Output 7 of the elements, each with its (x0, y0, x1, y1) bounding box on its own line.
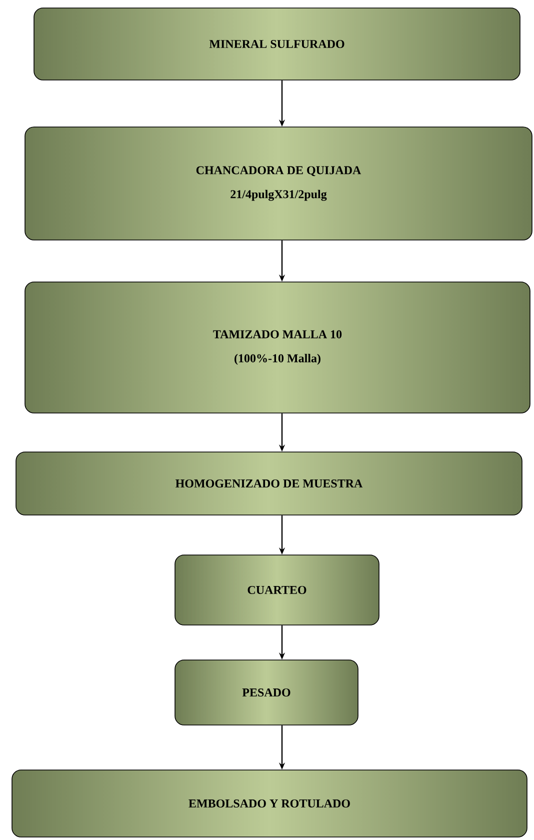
process-box: TAMIZADO MALLA 10 (100%-10 Malla) (24, 282, 530, 414)
process-box: CUARTEO (174, 554, 380, 626)
process-box: HOMOGENIZADO DE MUESTRA (16, 452, 522, 516)
process-box: EMBOLSADO Y ROTULADO (12, 770, 528, 838)
process-box: CHANCADORA DE QUIJADA 21/4pulgX31/2pulg (24, 126, 532, 240)
process-box: MINERAL SULFURADO (34, 8, 520, 80)
process-box: PESADO (174, 660, 358, 726)
